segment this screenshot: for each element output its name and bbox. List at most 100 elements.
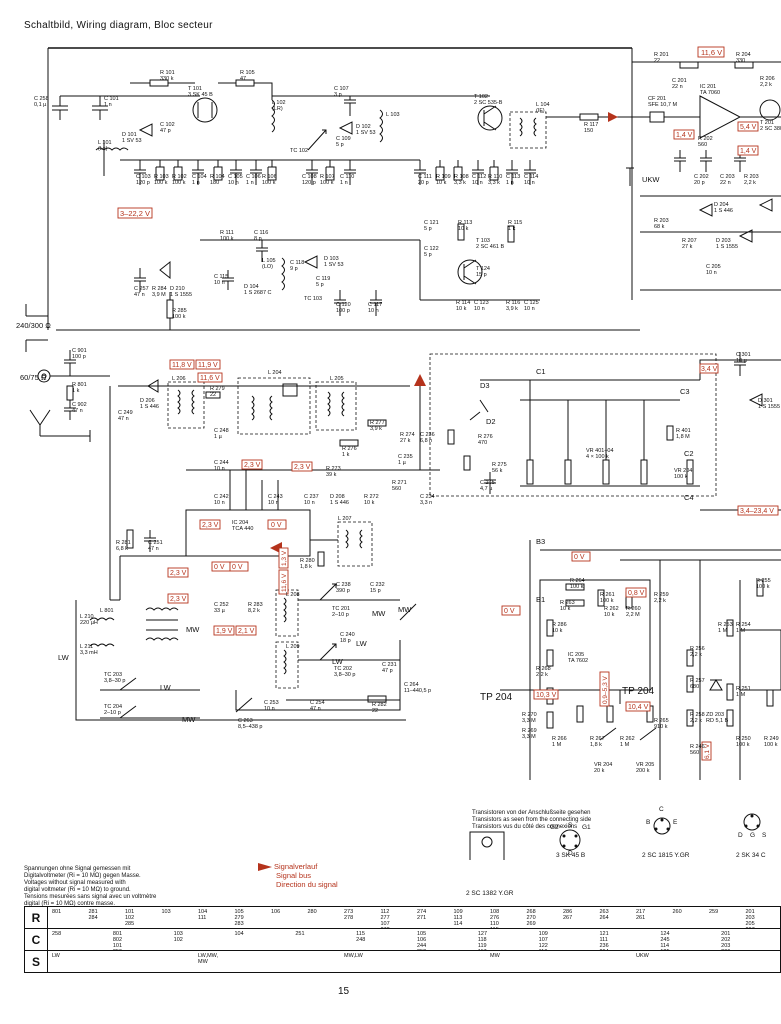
svg-text:C 902: C 902 [72, 402, 87, 408]
svg-text:C 107: C 107 [334, 86, 349, 92]
if-section [626, 61, 781, 291]
table-entry: MW [490, 953, 500, 959]
svg-text:C 103: C 103 [136, 174, 151, 180]
svg-text:1,8 k: 1,8 k [300, 564, 312, 570]
svg-text:3,3 n: 3,3 n [420, 500, 432, 506]
svg-text:C 236: C 236 [420, 432, 435, 438]
svg-text:1 k: 1 k [508, 226, 516, 232]
svg-text:11,8 V: 11,8 V [172, 362, 192, 369]
svg-text:C 245: C 245 [480, 480, 495, 486]
t102-symbol [477, 105, 503, 131]
svg-text:10 k: 10 k [604, 612, 615, 618]
svg-text:B1: B1 [536, 595, 545, 604]
svg-text:R 113: R 113 [458, 220, 472, 226]
svg-text:C 301: C 301 [736, 352, 751, 358]
svg-text:C 238: C 238 [336, 582, 351, 588]
svg-text:100 k: 100 k [172, 180, 186, 186]
svg-text:5,4 V: 5,4 V [740, 124, 757, 131]
svg-text:4 × 100 k: 4 × 100 k [586, 454, 609, 460]
table-entry: 286 267 [563, 909, 573, 921]
svg-text:10 k: 10 k [456, 306, 467, 312]
voltage-note: Spannungen ohne Signal gemessen mit Digi… [24, 866, 244, 908]
svg-text:VR 204: VR 204 [594, 762, 612, 768]
svg-text:VR 205: VR 205 [636, 762, 654, 768]
svg-text:5 p: 5 p [424, 252, 432, 258]
svg-text:2,3 V: 2,3 V [244, 462, 261, 469]
svg-text:C 104: C 104 [192, 174, 207, 180]
svg-text:0,9–5,3 V: 0,9–5,3 V [602, 676, 609, 704]
table-entry: 103 [161, 909, 171, 915]
svg-text:C 205: C 205 [706, 264, 721, 270]
svg-text:1 n: 1 n [340, 180, 348, 186]
svg-text:2,2 k: 2,2 k [744, 180, 756, 186]
svg-text:1 n: 1 n [104, 102, 112, 108]
svg-text:0,8 V: 0,8 V [628, 590, 645, 597]
svg-text:R 258: R 258 [690, 712, 705, 718]
svg-text:120 p: 120 p [136, 180, 150, 186]
table-entry: 103 102 [173, 931, 183, 943]
svg-text:IC 204: IC 204 [232, 520, 248, 526]
svg-text:R 276: R 276 [342, 446, 357, 452]
svg-text:10 n: 10 n [268, 500, 279, 506]
table-entry: 109 107 122 110 108 241 123 117 233 231 [538, 931, 548, 950]
svg-text:RD 5,1 B: RD 5,1 B [706, 718, 729, 724]
svg-text:3,3 k: 3,3 k [454, 180, 466, 186]
svg-text:R 401: R 401 [676, 428, 691, 434]
svg-text:8,2 k: 8,2 k [248, 608, 260, 614]
svg-text:R 267: R 267 [590, 736, 605, 742]
svg-text:C 105: C 105 [228, 174, 243, 180]
svg-text:D2: D2 [486, 417, 496, 426]
table-entry: 106 [271, 909, 281, 915]
svg-text:C 231: C 231 [382, 662, 397, 668]
svg-text:1 S 1555: 1 S 1555 [170, 292, 192, 298]
svg-text:L 104: L 104 [536, 102, 550, 108]
svg-text:R 286: R 286 [552, 622, 567, 628]
table-entry: 801 [52, 909, 62, 915]
table-entry: LW,MW, MW [198, 953, 219, 965]
svg-text:C 112: C 112 [472, 174, 486, 180]
svg-text:(Ls): (Ls) [98, 146, 108, 152]
svg-text:330: 330 [736, 58, 745, 64]
svg-text:D 103: D 103 [324, 256, 339, 262]
svg-text:20 p: 20 p [418, 180, 429, 186]
table-entry: 268 270 269 [526, 909, 536, 927]
pin-label: C [659, 806, 664, 813]
voltage-note-line: digital voltmeter (Ri = 10 MΩ) to ground… [24, 887, 131, 893]
svg-text:0 V: 0 V [214, 564, 225, 571]
svg-text:D 104: D 104 [244, 284, 259, 290]
table-entry: 251 [295, 931, 305, 937]
svg-text:1,4 V: 1,4 V [676, 132, 693, 139]
svg-text:47 p: 47 p [160, 128, 171, 134]
signal-legend: Signalverlauf Signal bus Direction du si… [258, 862, 338, 889]
svg-text:R 256: R 256 [690, 646, 705, 652]
svg-text:R 272: R 272 [364, 494, 379, 500]
svg-text:47 n: 47 n [148, 546, 159, 552]
table-entry: 273 278 [344, 909, 354, 921]
svg-text:D 206: D 206 [140, 398, 155, 404]
svg-text:10 n: 10 n [264, 706, 275, 712]
svg-text:L 209: L 209 [286, 644, 300, 650]
table-entry: 109 113 114 [453, 909, 463, 927]
svg-text:C 235: C 235 [398, 454, 413, 460]
svg-text:2,2 M: 2,2 M [626, 612, 640, 618]
svg-text:R 107: R 107 [320, 174, 335, 180]
legend-line: Signal bus [276, 871, 312, 881]
svg-text:1,8 M: 1,8 M [676, 434, 690, 440]
svg-text:6,8 k: 6,8 k [116, 546, 128, 552]
svg-text:R 801: R 801 [72, 382, 87, 388]
antenna-inputs [25, 304, 120, 601]
svg-text:C 237: C 237 [304, 494, 319, 500]
svg-text:L 208: L 208 [286, 592, 300, 598]
pin-label: S [568, 822, 573, 829]
svg-text:MW: MW [372, 609, 386, 618]
svg-text:R 265: R 265 [654, 718, 669, 724]
svg-text:1 M: 1 M [552, 742, 562, 748]
svg-text:47: 47 [240, 76, 246, 82]
table-entry: 112 277 107 272 [380, 909, 390, 928]
transistor-type-label: 2 SK 34 C [736, 852, 766, 859]
svg-text:100 k: 100 k [600, 598, 614, 604]
svg-text:1 µ: 1 µ [214, 434, 223, 440]
svg-text:10 k: 10 k [552, 628, 563, 634]
